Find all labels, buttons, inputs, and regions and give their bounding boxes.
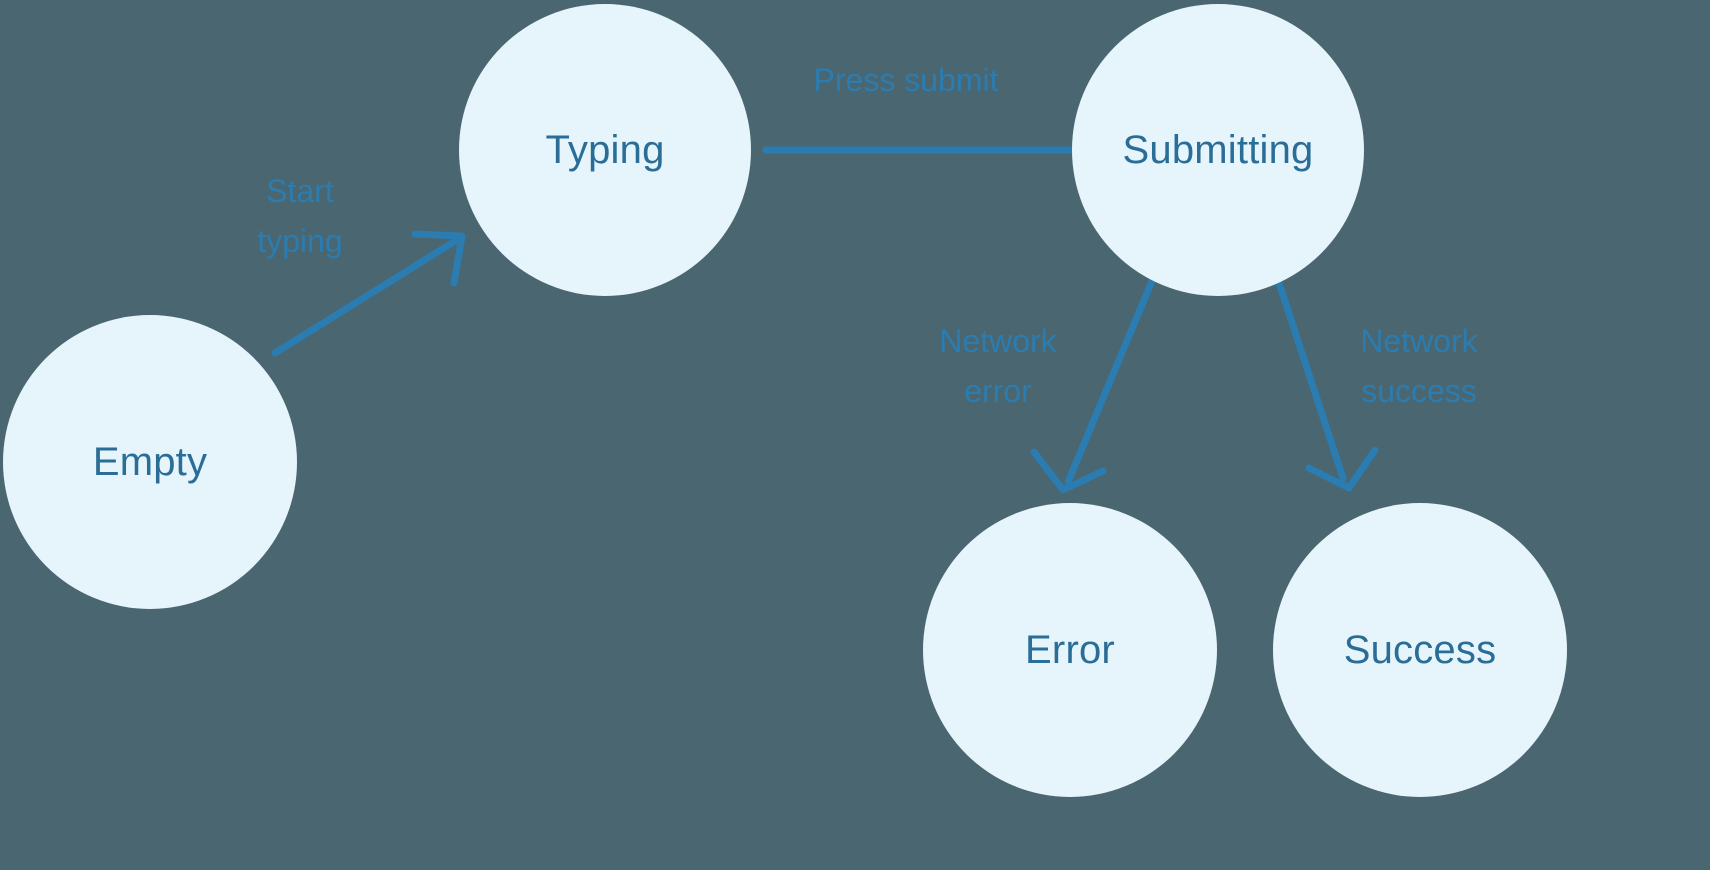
edge-submitting-to-error [1030, 277, 1156, 494]
edge-label-network-error: Network error [939, 323, 1057, 409]
edge-empty-to-typing [271, 230, 466, 357]
state-node-label: Submitting [1122, 128, 1314, 172]
state-node-submitting[interactable]: Submitting [1072, 4, 1364, 296]
edge-submitting-to-success [1275, 279, 1379, 492]
state-node-success[interactable]: Success [1273, 503, 1567, 797]
state-node-label: Error [1025, 628, 1115, 672]
state-node-label: Empty [92, 440, 208, 484]
state-node-label: Success [1343, 628, 1497, 672]
edge-label-press-submit: Press submit [813, 62, 999, 98]
state-node-label: Typing [545, 128, 665, 172]
edge-label-start-typing: Start typing [257, 173, 343, 259]
state-node-typing[interactable]: Typing [459, 4, 751, 296]
edge-label-network-success: Network success [1360, 323, 1478, 409]
state-node-empty[interactable]: Empty [3, 315, 297, 609]
state-node-error[interactable]: Error [923, 503, 1217, 797]
